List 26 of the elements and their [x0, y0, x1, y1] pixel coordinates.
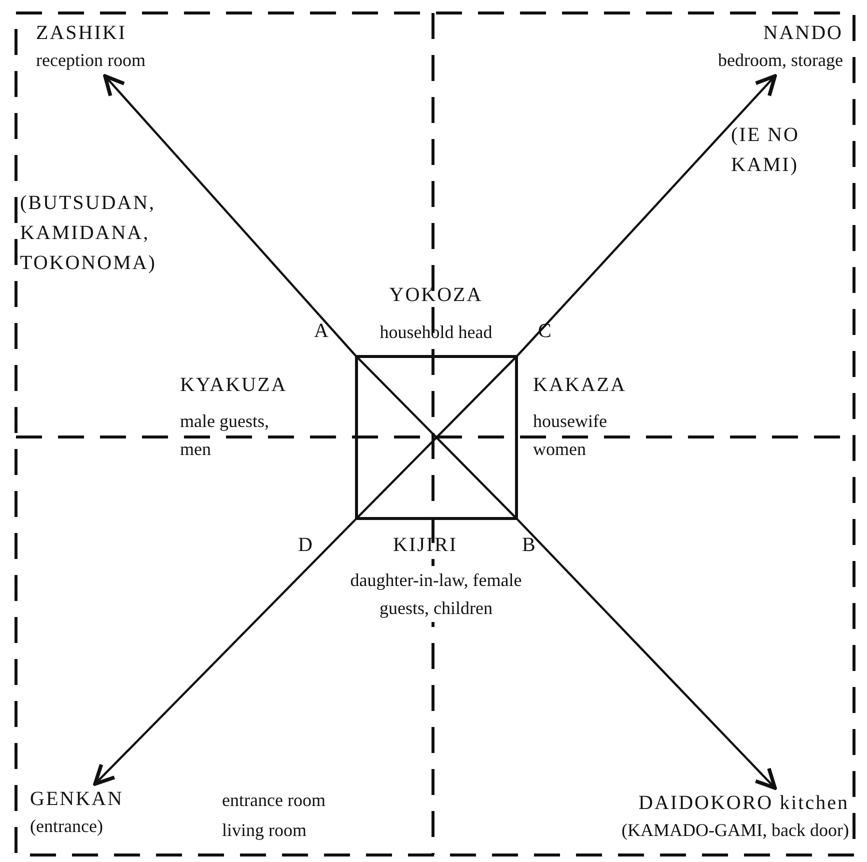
- seat-name: KYAKUZA: [180, 373, 288, 398]
- seat-name: YOKOZA: [389, 283, 483, 308]
- room-name: NANDO: [762, 21, 843, 46]
- room-description: entrance room: [222, 789, 326, 812]
- corner-letter: D: [298, 533, 314, 558]
- arrow: [517, 519, 777, 790]
- note-text: (IE NO KAMI): [731, 123, 800, 178]
- room-description: living room: [222, 819, 306, 842]
- seat-description: housewife women: [533, 410, 608, 461]
- seat-description: male guests, men: [180, 410, 270, 461]
- seat-description: household head: [380, 321, 492, 344]
- corner-letter: B: [522, 533, 537, 558]
- seat-name: KIJIRI: [393, 533, 458, 558]
- corner-letter: A: [314, 319, 330, 344]
- note-text: (BUTSUDAN, KAMIDANA, TOKONOMA): [20, 191, 158, 276]
- arrow: [517, 74, 777, 356]
- seat-name: KAKAZA: [533, 373, 626, 398]
- room-description: reception room: [36, 49, 146, 72]
- room-name: GENKAN: [30, 787, 124, 812]
- room-description: (entrance): [30, 815, 104, 838]
- arrow: [93, 519, 356, 786]
- arrow: [103, 74, 356, 356]
- room-description: (KAMADO-GAMI, back door): [622, 819, 849, 842]
- room-description: bedroom, storage: [718, 49, 843, 72]
- room-name: DAIDOKORO kitchen: [638, 791, 849, 816]
- room-name: ZASHIKI: [36, 21, 128, 46]
